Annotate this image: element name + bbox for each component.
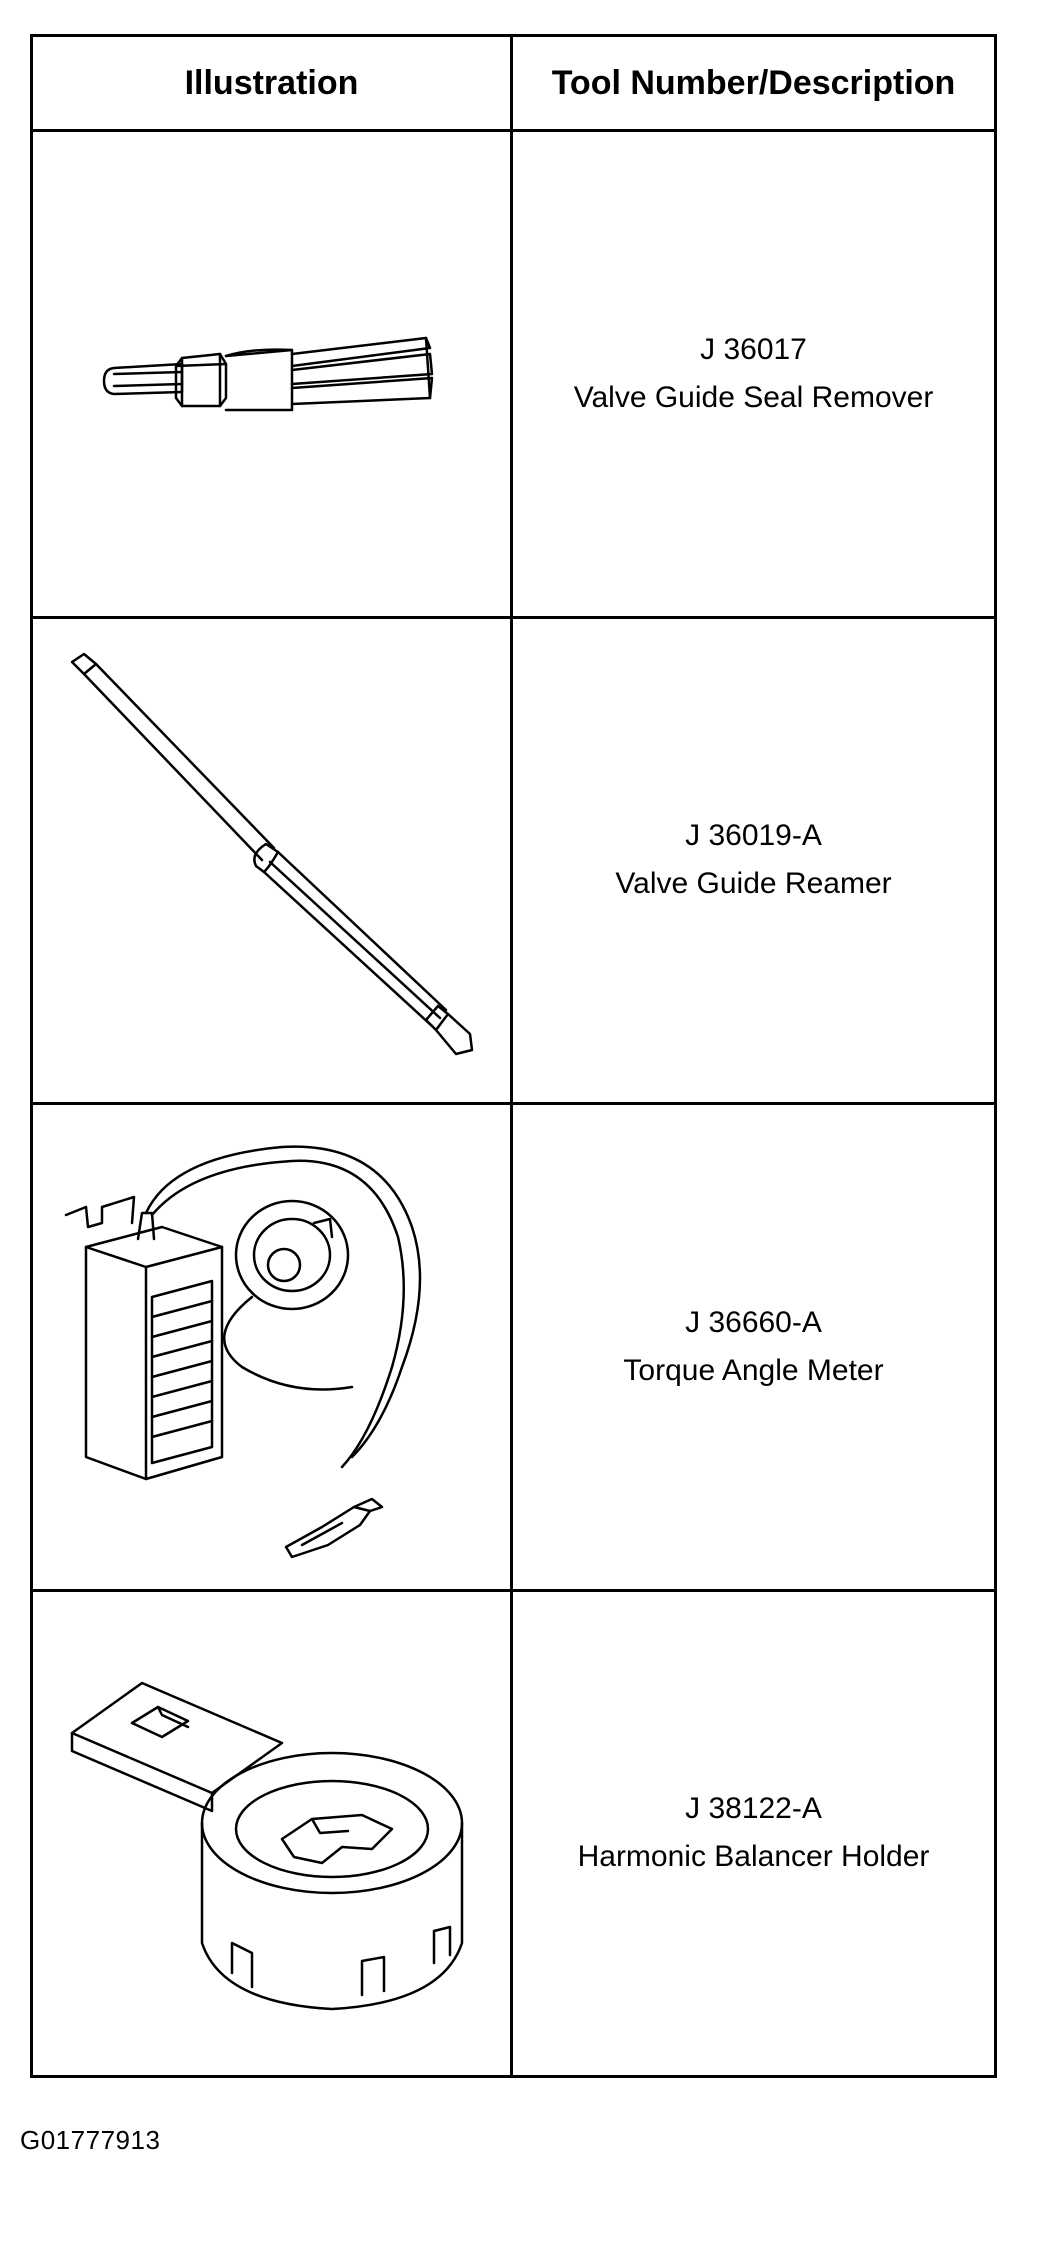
tool-description: Valve Guide Reamer	[615, 867, 892, 901]
harmonic-balancer-holder-icon	[70, 1682, 463, 2011]
tool-description: Harmonic Balancer Holder	[577, 1840, 930, 1874]
special-tools-table: Illustration Tool Number/Description	[30, 34, 997, 2078]
valve-guide-seal-remover-icon	[102, 336, 433, 411]
description-cell: J 36017 Valve Guide Seal Remover	[510, 129, 997, 619]
tool-number: J 36017	[700, 332, 807, 366]
header-tool-number-description: Tool Number/Description	[510, 34, 997, 132]
tool-number: J 38122-A	[685, 1792, 822, 1826]
illustration-cell	[30, 1588, 513, 2078]
table-row: J 36660-A Torque Angle Meter	[30, 1102, 997, 1592]
tool-description: Torque Angle Meter	[623, 1353, 884, 1387]
tool-number: J 36660-A	[685, 1305, 822, 1339]
description-cell: J 36660-A Torque Angle Meter	[510, 1102, 997, 1592]
illustration-cell	[30, 129, 513, 619]
table-header-row: Illustration Tool Number/Description	[30, 34, 997, 132]
tool-number: J 36019-A	[685, 819, 822, 853]
illustration-cell	[30, 615, 513, 1105]
header-illustration: Illustration	[30, 34, 513, 132]
valve-guide-reamer-icon	[70, 653, 473, 1056]
description-cell: J 36019-A Valve Guide Reamer	[510, 615, 997, 1105]
table-row: J 36019-A Valve Guide Reamer	[30, 615, 997, 1105]
tool-description: Valve Guide Seal Remover	[573, 380, 934, 414]
figure-id: G01777913	[20, 2125, 161, 2155]
table-row: J 38122-A Harmonic Balancer Holder	[30, 1588, 997, 2078]
torque-angle-meter-icon	[64, 1145, 421, 1558]
illustration-cell	[30, 1102, 513, 1592]
description-cell: J 38122-A Harmonic Balancer Holder	[510, 1588, 997, 2078]
table-row: J 36017 Valve Guide Seal Remover	[30, 129, 997, 619]
